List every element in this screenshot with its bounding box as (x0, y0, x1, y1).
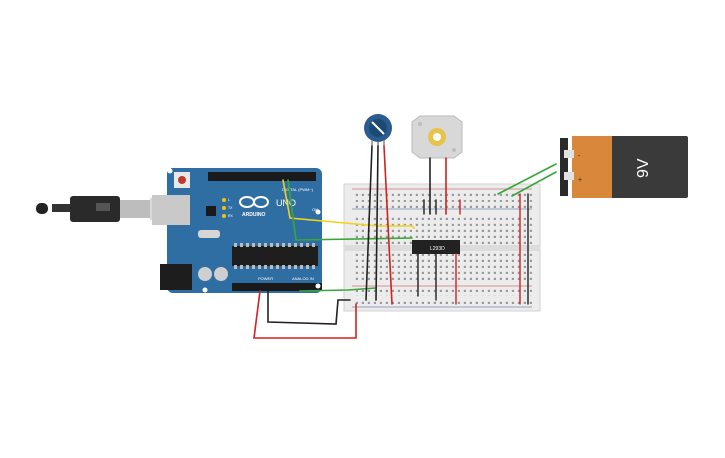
digital-label: DIGITAL (PWM~) (282, 187, 314, 192)
digital-header (208, 172, 316, 181)
model-label: UNO (276, 198, 296, 208)
l293d-ic[interactable]: L293D (412, 240, 460, 254)
usb-cable-icon (36, 196, 164, 222)
power-jack (160, 264, 192, 290)
battery-label: 9V (635, 158, 652, 178)
battery-9v-icon[interactable]: - + 9V (560, 136, 688, 198)
battery-plus: + (578, 177, 582, 184)
small-chip (206, 206, 216, 216)
wire-green-battery-1 (497, 163, 557, 195)
l-label: L (228, 198, 230, 202)
wires (253, 145, 557, 339)
capacitor-1 (198, 267, 212, 281)
arduino-logo-icon (239, 196, 269, 208)
potentiometer-icon[interactable] (364, 114, 392, 146)
analog-power-header (232, 283, 322, 291)
atmega-chip (232, 246, 318, 266)
wire-red-pot (383, 145, 393, 305)
wire-yellow-2 (377, 225, 415, 229)
on-label: ON (312, 207, 318, 212)
rx-label: RX (228, 214, 234, 218)
wire-red-5v (253, 290, 357, 339)
battery-top (572, 136, 612, 198)
battery-minus: - (578, 153, 581, 160)
capacitor-2 (214, 267, 228, 281)
usb-port (152, 195, 190, 225)
wire-green-1 (287, 179, 413, 241)
ic-label: L293D (430, 246, 445, 252)
analog-label: ANALOG IN (292, 276, 314, 281)
tx-label: TX (228, 206, 233, 210)
wire-green-battery-2 (511, 171, 557, 197)
wire-black-pot-1 (365, 145, 373, 301)
wire-black-gnd (267, 290, 351, 325)
wire-yellow-1 (282, 179, 379, 227)
power-label: POWER (258, 276, 273, 281)
wire-black-pot-2 (375, 145, 379, 301)
crystal (198, 230, 220, 238)
arduino-uno-board[interactable]: ARDUINO UNO DIGITAL (PWM~) POWER ANALOG … (152, 168, 322, 293)
ic-body (412, 240, 460, 254)
brand-label: ARDUINO (242, 212, 265, 218)
dc-motor-icon[interactable] (411, 115, 463, 159)
